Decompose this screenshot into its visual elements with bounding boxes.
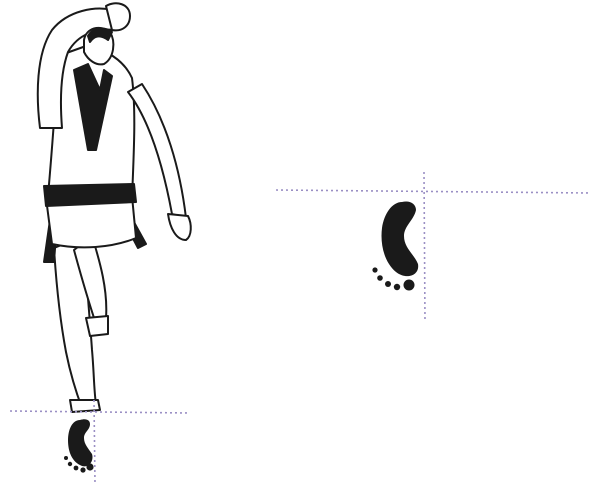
toe-5 <box>404 280 415 291</box>
guide-line-vertical-left <box>94 400 95 484</box>
standing-foot <box>70 400 100 412</box>
toe-1 <box>64 456 68 460</box>
toe-2 <box>68 462 72 466</box>
belt <box>44 184 136 206</box>
toe-3 <box>74 466 79 471</box>
foot-position-marker-standing <box>64 419 94 472</box>
lower-fist <box>168 214 191 240</box>
martial-artist-figure <box>38 3 191 412</box>
foot-print-icon <box>382 201 419 276</box>
foot-print-icon <box>68 419 93 466</box>
toe-4 <box>80 467 85 472</box>
foot-position-marker-stepping <box>372 201 418 290</box>
guide-line-horizontal-left <box>10 411 190 413</box>
guide-line-vertical-right <box>424 172 425 322</box>
toe-1 <box>372 267 377 272</box>
guide-line-horizontal-right <box>276 190 590 193</box>
toe-3 <box>385 281 391 287</box>
toe-4 <box>394 284 400 290</box>
toe-5 <box>86 463 93 470</box>
raised-foot <box>86 316 108 336</box>
lower-arm <box>128 84 186 218</box>
toe-2 <box>377 275 383 281</box>
